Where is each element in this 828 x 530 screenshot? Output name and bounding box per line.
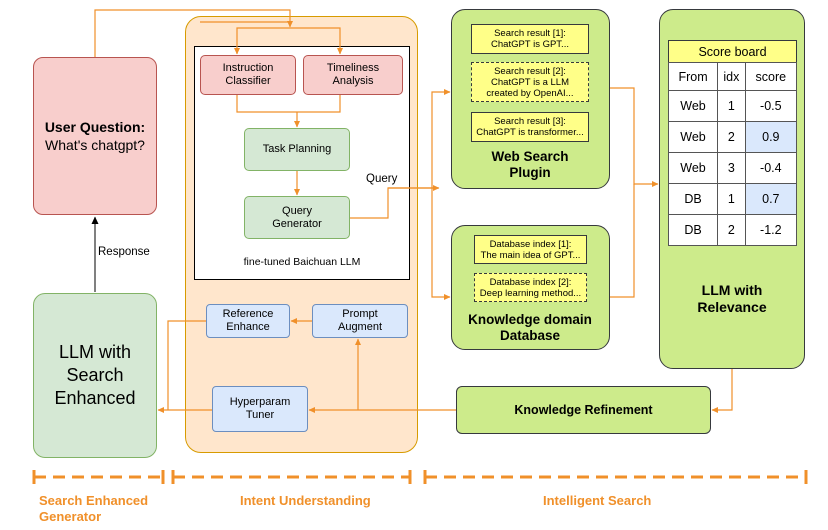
user-question-text: What's chatgpt? — [45, 137, 145, 153]
timeliness-analysis-label: Timeliness Analysis — [326, 62, 380, 87]
header-from: From — [667, 62, 719, 91]
cell-idx: 3 — [717, 152, 746, 184]
header-score: score — [744, 62, 798, 91]
cell-from: DB — [667, 183, 719, 215]
user-question-box: User Question: What's chatgpt? — [33, 57, 157, 215]
cell-from: Web — [667, 152, 719, 184]
score-table: From idx score Web 1 -0.5 Web 2 0.9 Web … — [667, 62, 798, 246]
knowledge-refinement-label: Knowledge Refinement — [514, 403, 653, 417]
cell-from: Web — [667, 121, 719, 153]
database-index-1-text: The main idea of GPT... — [480, 249, 581, 261]
prompt-augment-box: Prompt Augment — [312, 304, 408, 338]
cell-score: -0.5 — [744, 90, 798, 122]
score-table-header: From idx score — [667, 62, 798, 91]
search-result-2-text: ChatGPT is a LLM created by OpenAI... — [486, 76, 574, 99]
finetuned-llm-label: fine-tuned Baichuan LLM — [243, 256, 361, 268]
table-row: DB 2 -1.2 — [667, 214, 798, 246]
database-index-2-text: Deep learning method... — [479, 287, 582, 299]
database-index-2-title: Database index [2]: — [489, 276, 572, 288]
score-board-title: Score board — [668, 40, 797, 62]
phase-search-label: Intelligent Search — [543, 493, 652, 508]
database-index-1: Database index [1]: The main idea of GPT… — [474, 235, 587, 264]
cell-idx: 2 — [717, 214, 746, 246]
cell-score: -1.2 — [744, 214, 798, 246]
llm-relevance-label: LLM with Relevance — [697, 282, 767, 315]
search-result-3-text: ChatGPT is transformer... — [476, 127, 584, 138]
phase-generator-label: Search Enhanced Generator — [39, 493, 149, 524]
reference-enhance-box: Reference Enhance — [206, 304, 290, 338]
knowledge-refinement-box: Knowledge Refinement — [456, 386, 711, 434]
search-result-1: Search result [1]: ChatGPT is GPT... — [471, 24, 589, 54]
search-result-3-title: Search result [3]: — [494, 116, 566, 127]
query-label: Query — [366, 173, 398, 185]
score-board: Score board From idx score Web 1 -0.5 We… — [667, 40, 798, 246]
cell-from: DB — [667, 214, 719, 246]
llm-search-enhanced-label: LLM with Search Enhanced — [54, 342, 136, 408]
cell-idx: 2 — [717, 121, 746, 153]
cell-score: -0.4 — [744, 152, 798, 184]
cell-idx: 1 — [717, 90, 746, 122]
cell-idx: 1 — [717, 183, 746, 215]
prompt-augment-label: Prompt Augment — [337, 308, 383, 333]
cell-from: Web — [667, 90, 719, 122]
instruction-classifier-label: Instruction Classifier — [222, 62, 274, 87]
query-generator-box: Query Generator — [244, 196, 350, 239]
search-result-1-title: Search result [1]: — [494, 28, 566, 39]
task-planning-label: Task Planning — [262, 143, 332, 155]
response-label: Response — [98, 246, 150, 258]
query-generator-label: Query Generator — [272, 204, 322, 230]
table-row: Web 3 -0.4 — [667, 152, 798, 184]
search-result-1-text: ChatGPT is GPT... — [491, 39, 569, 50]
llm-search-enhanced-box: LLM with Search Enhanced — [33, 293, 157, 458]
knowledge-database-label: Knowledge domain Database — [468, 312, 592, 343]
search-result-2: Search result [2]: ChatGPT is a LLM crea… — [471, 62, 589, 102]
table-row: DB 1 0.7 — [667, 183, 798, 215]
search-result-3: Search result [3]: ChatGPT is transforme… — [471, 112, 589, 142]
cell-score: 0.9 — [744, 121, 798, 153]
hyperparam-tuner-box: Hyperparam Tuner — [212, 386, 308, 432]
database-index-1-title: Database index [1]: — [489, 238, 572, 250]
table-row: Web 2 0.9 — [667, 121, 798, 153]
database-index-2: Database index [2]: Deep learning method… — [474, 273, 587, 302]
user-question-title: User Question: — [44, 119, 146, 135]
table-row: Web 1 -0.5 — [667, 90, 798, 122]
task-planning-box: Task Planning — [244, 128, 350, 171]
timeliness-analysis-box: Timeliness Analysis — [303, 55, 403, 95]
header-idx: idx — [717, 62, 746, 91]
reference-enhance-label: Reference Enhance — [222, 308, 274, 333]
instruction-classifier-box: Instruction Classifier — [200, 55, 296, 95]
phase-intent-label: Intent Understanding — [240, 493, 371, 508]
web-search-plugin-label: Web Search Plugin — [491, 149, 569, 180]
hyperparam-tuner-label: Hyperparam Tuner — [229, 396, 291, 421]
search-result-2-title: Search result [2]: — [494, 65, 566, 77]
cell-score: 0.7 — [744, 183, 798, 215]
